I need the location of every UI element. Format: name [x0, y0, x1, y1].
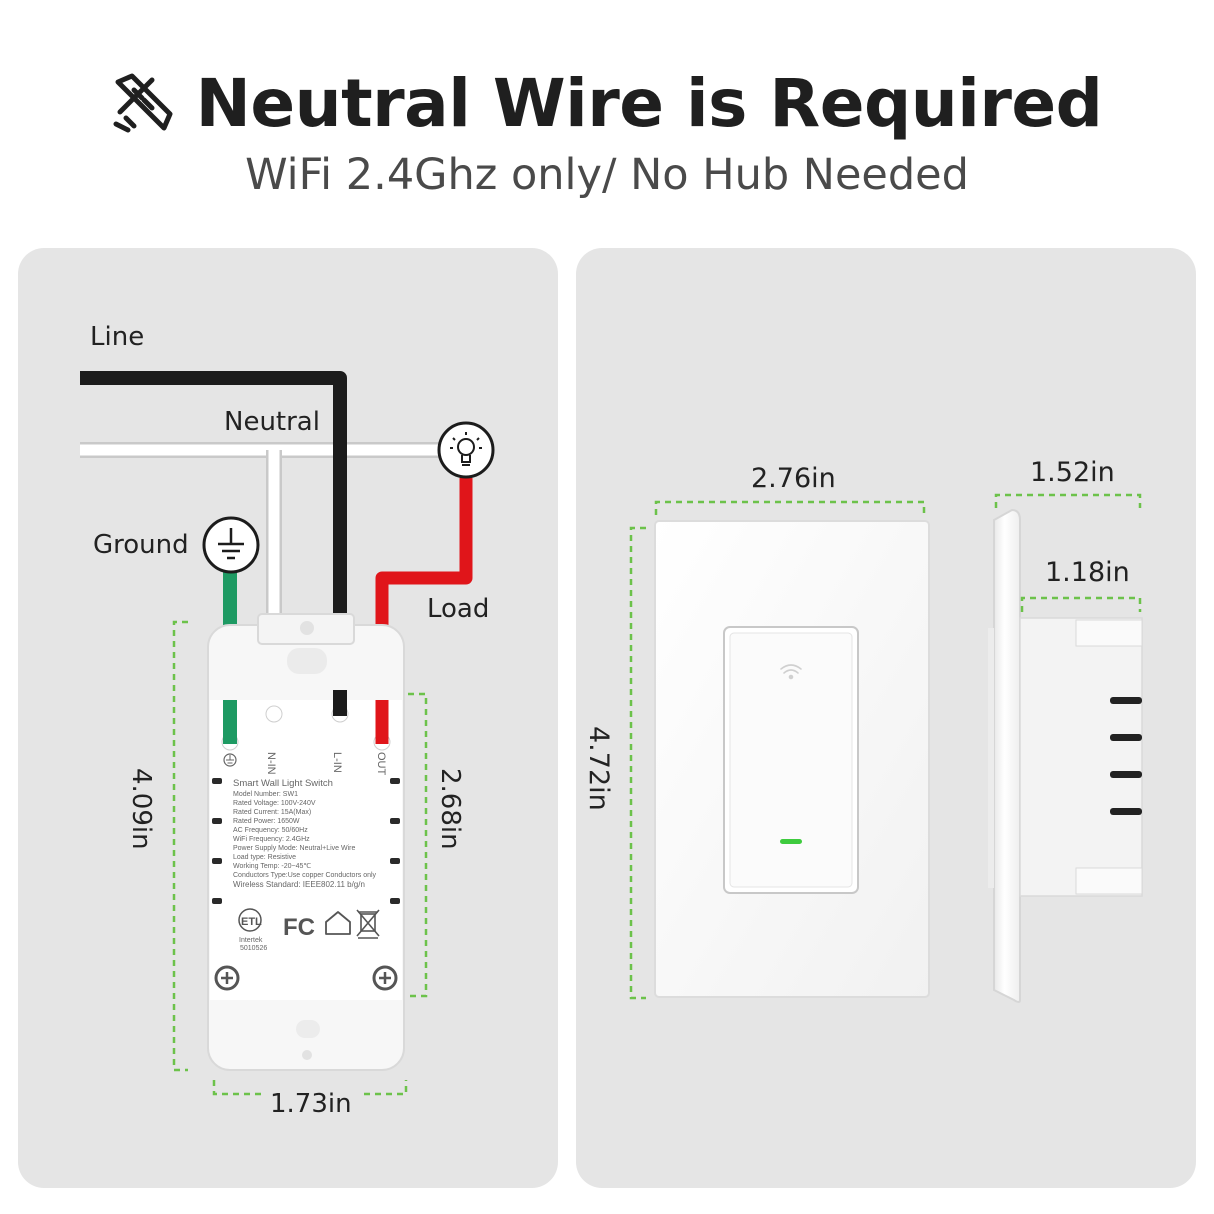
spec-line: Load type: Resistive [233, 854, 296, 861]
neutral-label: Neutral [224, 407, 320, 437]
wall-plate-front [654, 520, 930, 998]
weee-bin-icon [356, 909, 380, 939]
line-label: Line [90, 322, 144, 352]
fcc-mark-icon: FC [283, 914, 315, 941]
switch-module [207, 613, 405, 1071]
module-height-label: 4.09in [126, 768, 156, 850]
terminal-l-label: L-IN [331, 752, 343, 773]
terminal-n-label: N-IN [265, 752, 277, 775]
spec-line: Smart Wall Light Switch [233, 778, 333, 789]
page-subtitle: WiFi 2.4Ghz only/ No Hub Needed [245, 150, 969, 200]
load-label: Load [427, 594, 489, 624]
cert-number: 5010526 [240, 945, 267, 952]
spec-line: AC Frequency: 50/60Hz [233, 827, 308, 834]
wifi-icon [780, 664, 802, 680]
side-depth-total-label: 1.52in [1030, 457, 1115, 488]
mounting-screws [214, 965, 398, 991]
wire-cutter-icon [113, 73, 173, 133]
ground-symbol-icon [202, 516, 260, 574]
side-depth-body-label: 1.18in [1045, 557, 1130, 588]
terminal-neutral [265, 705, 283, 723]
etl-mark-icon: ETL [238, 908, 262, 932]
spec-line: Working Temp: -20~45℃ [233, 863, 311, 870]
line-wire [80, 371, 347, 712]
dimension-lines-left [172, 620, 428, 1096]
module-inner-height-label: 2.68in [435, 768, 465, 850]
spec-line: Wireless Standard: IEEE802.11 b/g/n [233, 880, 365, 889]
light-bulb-icon [437, 421, 495, 479]
plate-height-label: 4.72in [583, 726, 614, 811]
spec-line: Model Number: SW1 [233, 791, 298, 798]
module-clips [212, 778, 400, 904]
intertek-label: Intertek [239, 937, 263, 944]
terminal-out-label: OUT [375, 752, 387, 776]
title-row: Neutral Wire is Required [0, 58, 1214, 148]
spec-line: WiFi Frequency: 2.4GHz [233, 836, 310, 843]
ground-label: Ground [93, 530, 189, 560]
spec-line: Rated Voltage: 100V-240V [233, 800, 316, 807]
module-width-label: 1.73in [270, 1089, 352, 1119]
dimension-lines-right [629, 493, 1142, 1000]
page-title: Neutral Wire is Required [195, 64, 1103, 142]
spec-line: Rated Power: 1650W [233, 818, 300, 825]
ground-terminal-mark [223, 753, 237, 767]
plate-width-label: 2.76in [751, 463, 836, 494]
switch-side-view [988, 508, 1143, 1003]
spec-line: Power Supply Mode: Neutral+Live Wire [233, 845, 355, 852]
spec-line: Conductors Type:Use copper Conductors on… [233, 872, 377, 879]
house-icon [325, 911, 351, 935]
svg-text:ETL: ETL [241, 916, 262, 928]
indicator-led [780, 839, 802, 844]
spec-line: Rated Current: 15A(Max) [233, 809, 311, 816]
